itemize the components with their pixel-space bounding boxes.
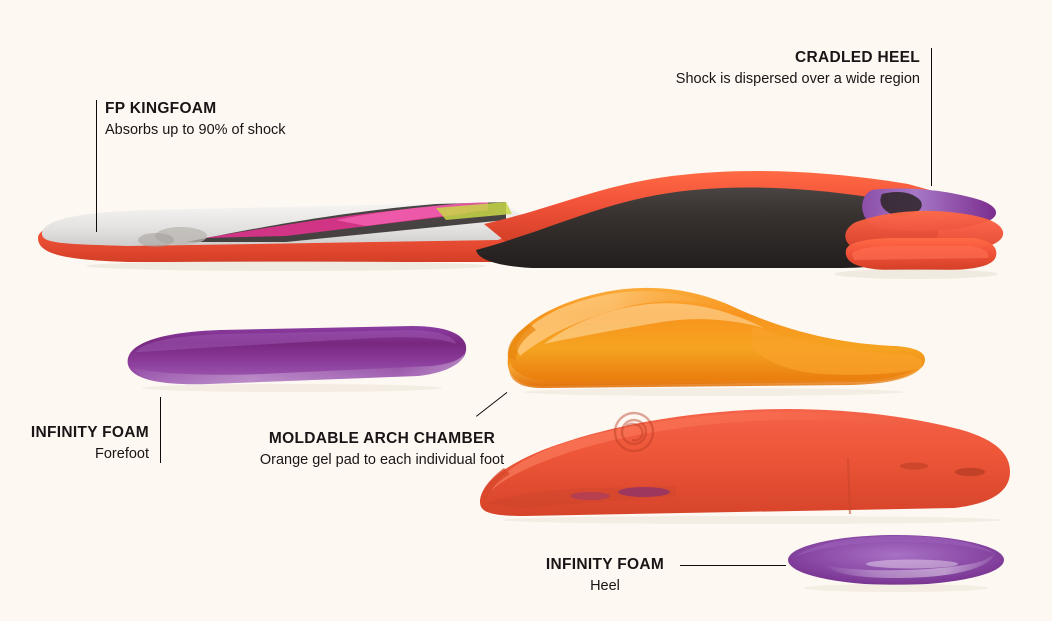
callout-title-cradled-heel: CRADLED HEEL <box>794 49 920 66</box>
callout-infinity-foam-forefoot: INFINITY FOAM Forefoot <box>0 424 149 463</box>
support-shell-illustration <box>462 392 1022 524</box>
heel-foam-pad-illustration <box>784 528 1012 594</box>
callout-infinity-foam-heel: INFINITY FOAM Heel <box>540 556 670 595</box>
callout-subtitle-infinity-foam-forefoot: Forefoot <box>95 445 149 462</box>
callout-title-fp-kingfoam: FP KINGFOAM <box>105 100 217 117</box>
leader-line-infinity-foam-forefoot <box>160 397 161 463</box>
leader-line-cradled-heel <box>931 48 932 186</box>
callout-title-infinity-foam-heel: INFINITY FOAM <box>545 556 665 573</box>
callout-subtitle-fp-kingfoam: Absorbs up to 90% of shock <box>105 121 286 138</box>
callout-subtitle-moldable-arch-chamber: Orange gel pad to each individual foot <box>259 451 505 468</box>
arch-gel-pad-illustration <box>484 278 932 400</box>
callout-title-moldable-arch-chamber: MOLDABLE ARCH CHAMBER <box>268 430 496 447</box>
callout-title-infinity-foam-forefoot: INFINITY FOAM <box>30 424 149 441</box>
callout-subtitle-cradled-heel: Shock is dispersed over a wide region <box>675 70 920 87</box>
callout-subtitle-infinity-foam-heel: Heel <box>590 577 620 594</box>
insole-profile-illustration <box>36 150 1004 290</box>
callout-fp-kingfoam: FP KINGFOAM Absorbs up to 90% of shock <box>105 100 286 139</box>
leader-line-fp-kingfoam <box>96 100 97 232</box>
leader-line-infinity-foam-heel <box>680 565 786 566</box>
callout-cradled-heel: CRADLED HEEL Shock is dispersed over a w… <box>620 49 920 88</box>
callout-moldable-arch-chamber: MOLDABLE ARCH CHAMBER Orange gel pad to … <box>182 430 582 469</box>
forefoot-foam-pad-illustration <box>112 318 478 394</box>
